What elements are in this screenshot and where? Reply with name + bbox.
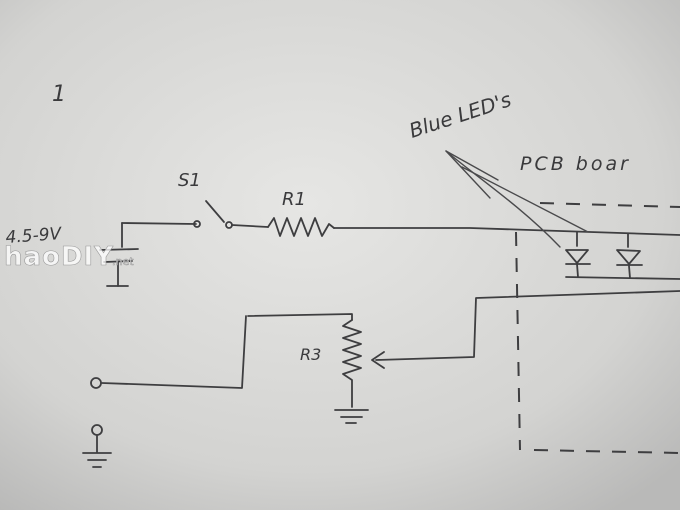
battery-symbol xyxy=(99,222,139,287)
leds-arrow-head xyxy=(445,150,499,199)
resistor-r1-label: R1 xyxy=(282,189,306,210)
page-mark: 1 xyxy=(52,82,66,107)
wire-input-terminal xyxy=(101,315,247,389)
wire-board-to-wiper xyxy=(375,290,680,361)
switch-label: S1 xyxy=(178,170,201,191)
svg-text:haoDIY: haoDIY xyxy=(4,242,114,272)
potentiometer-r3 xyxy=(342,319,362,408)
wiper-arrow xyxy=(371,351,385,369)
ground-terminal xyxy=(82,424,112,468)
wire-pot-top xyxy=(247,313,353,321)
wire-led-bottom xyxy=(565,276,680,280)
svg-text:.net: .net xyxy=(112,255,134,268)
leds-arrow-line-2 xyxy=(461,166,589,233)
resistor-r1 xyxy=(267,217,335,237)
pcb-board-outline-left xyxy=(515,231,521,451)
led-diode-2 xyxy=(616,233,643,279)
supply-voltage-label: 4.5-9V xyxy=(5,224,63,248)
input-terminal xyxy=(90,377,102,389)
wire-r1-to-leds xyxy=(333,227,680,236)
wire-battery-to-switch xyxy=(121,222,197,225)
led-diode-1 xyxy=(565,231,591,278)
wire-switch-to-r1 xyxy=(231,224,269,228)
watermark-logo: haoDIY .net xyxy=(4,242,135,273)
ground-symbol-pot xyxy=(334,409,369,424)
pcb-board-label: PCB boar xyxy=(520,153,631,175)
pcb-board-outline xyxy=(539,202,680,208)
leds-arrow xyxy=(445,150,561,248)
potentiometer-label: R3 xyxy=(300,345,321,364)
